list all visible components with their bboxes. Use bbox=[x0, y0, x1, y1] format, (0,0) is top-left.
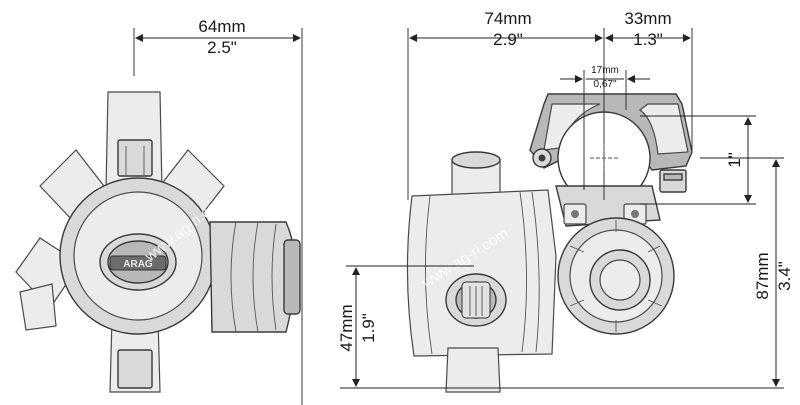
dimension-left-width: 64mm 2.5" bbox=[133, 17, 303, 405]
dimension-lower-height: 47mm 1.9" bbox=[337, 265, 474, 387]
front-view: ARAG www.ag-ri.com bbox=[15, 91, 301, 393]
dimension-right-width: 74mm 2.9" bbox=[407, 9, 605, 200]
dimension-clamp-height: 1" bbox=[640, 115, 756, 205]
lower-height-inch: 1.9" bbox=[359, 313, 378, 343]
clamp-offset-mm: 33mm bbox=[624, 9, 671, 28]
logo-text: ARAG bbox=[123, 259, 153, 270]
side-view: www.ag-ri.com bbox=[406, 93, 693, 393]
right-width-inch: 2.9" bbox=[493, 30, 523, 49]
bore-mm: 17mm bbox=[591, 65, 619, 76]
left-width-inch: 2.5" bbox=[207, 38, 237, 57]
dimension-clamp-offset: 33mm 1.3" bbox=[605, 9, 693, 150]
clamp-offset-inch: 1.3" bbox=[633, 30, 663, 49]
dimension-total-height: 87mm 3.4" bbox=[340, 157, 794, 389]
lower-height-mm: 47mm bbox=[337, 304, 356, 351]
left-width-mm: 64mm bbox=[198, 17, 245, 36]
total-height-inch: 3.4" bbox=[775, 261, 794, 291]
bore-inch: 0,67" bbox=[593, 79, 616, 90]
right-width-mm: 74mm bbox=[484, 9, 531, 28]
clamp-height-inch: 1" bbox=[725, 152, 744, 168]
total-height-mm: 87mm bbox=[753, 252, 772, 299]
dimension-bore: 17mm 0,67" bbox=[560, 65, 650, 190]
